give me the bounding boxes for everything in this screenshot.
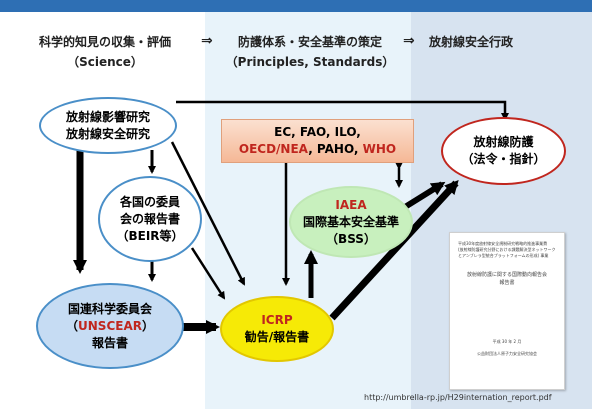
iaea-line-3: （BSS）	[326, 231, 376, 246]
header-standards: 防護体系・安全基準の策定 （Principles, Standards）	[220, 33, 400, 70]
unscear-line-3: 報告書	[91, 335, 128, 350]
protection-line-2: （法令・指針）	[461, 152, 546, 166]
doc-header-line-3: とアンブレラ型統合プラットフォームの形成) 事業	[458, 253, 549, 258]
unscear-acronym: UNSCEAR	[78, 318, 142, 333]
header-science: 科学的知見の収集・評価 （Science）	[30, 33, 180, 70]
international-orgs-box: EC, FAO, ILO, OECD/NEA, PAHO, WHO	[221, 119, 414, 163]
doc-header-line-1: 平成30年度放射線安全規制研究戦略的推進事業費	[458, 241, 548, 246]
protection-line-1: 放射線防護	[473, 135, 534, 149]
header-standards-title: 防護体系・安全基準の策定	[237, 35, 382, 49]
research-line-1: 放射線影響研究	[65, 109, 150, 124]
orgs-line-2: OECD/NEA, PAHO, WHO	[239, 141, 396, 158]
header-standards-subtitle: （Principles, Standards）	[225, 55, 395, 69]
orgs-line-1: EC, FAO, ILO,	[274, 125, 361, 139]
report-document-thumbnail[interactable]: 平成30年度放射線安全規制研究戦略的推進事業費 (放射線防護研究分野における課題…	[449, 232, 565, 390]
national-committees-node: 各国の委員 会の報告書 （BEIR等）	[98, 176, 202, 262]
doc-org: 公益財団法人原子力安全研究協会	[477, 351, 537, 356]
research-line-2: 放射線安全研究	[65, 126, 150, 141]
source-url[interactable]: http://umbrella-rp.jp/H29internation_rep…	[364, 393, 552, 402]
doc-date: 平成 30 年 2 月	[492, 339, 522, 344]
iaea-node: IAEA 国際基本安全基準 （BSS）	[289, 186, 413, 258]
doc-header-line-2: (放射線防護研究分野における課題解決型ネットワーク	[458, 247, 556, 252]
header-arrow-2: ⇒	[403, 33, 415, 49]
header-administration: 放射線安全行政	[421, 33, 521, 50]
iaea-line-2: 国際基本安全基準	[302, 214, 399, 229]
doc-title-line-1: 放射線防護に関する国際動向報告会	[466, 272, 547, 278]
arrow-research-to-protection	[176, 100, 509, 121]
header-science-title: 科学的知見の収集・評価	[38, 35, 171, 49]
committees-line-1: 各国の委員	[119, 194, 180, 209]
arrow-iaea-to-protection	[403, 181, 446, 210]
unscear-line-1: 国連科学委員会	[67, 301, 152, 316]
icrp-node: ICRP 勧告/報告書	[220, 296, 334, 362]
unscear-line-2: （UNSCEAR）	[66, 318, 154, 335]
arrow-committees-to-icrp	[190, 247, 226, 300]
doc-title-line-2: 報告書	[499, 280, 515, 286]
orgs-who: WHO	[362, 142, 397, 156]
icrp-line-2: 勧告/報告書	[244, 330, 310, 344]
orgs-oecd-nea: OECD/NEA	[238, 142, 309, 156]
committees-line-3: （BEIR等）	[116, 228, 184, 243]
unscear-paren-close: ）	[141, 318, 154, 333]
arrow-research-to-icrp	[170, 141, 246, 286]
arrow-icrp-to-protection	[329, 180, 459, 321]
header-arrow-1: ⇒	[201, 33, 213, 49]
icrp-title: ICRP	[261, 313, 293, 327]
iaea-title: IAEA	[335, 197, 367, 212]
unscear-node: 国連科学委員会 （UNSCEAR） 報告書	[36, 283, 184, 369]
committees-line-2: 会の報告書	[119, 211, 180, 226]
top-banner	[0, 0, 592, 12]
orgs-paho: , PAHO,	[308, 142, 363, 156]
header-science-subtitle: （Science）	[67, 55, 143, 69]
radiation-protection-node: 放射線防護 （法令・指針）	[441, 117, 566, 185]
header-administration-title: 放射線安全行政	[428, 35, 513, 49]
research-node: 放射線影響研究 放射線安全研究	[39, 97, 177, 154]
unscear-paren-open: （	[66, 318, 79, 333]
